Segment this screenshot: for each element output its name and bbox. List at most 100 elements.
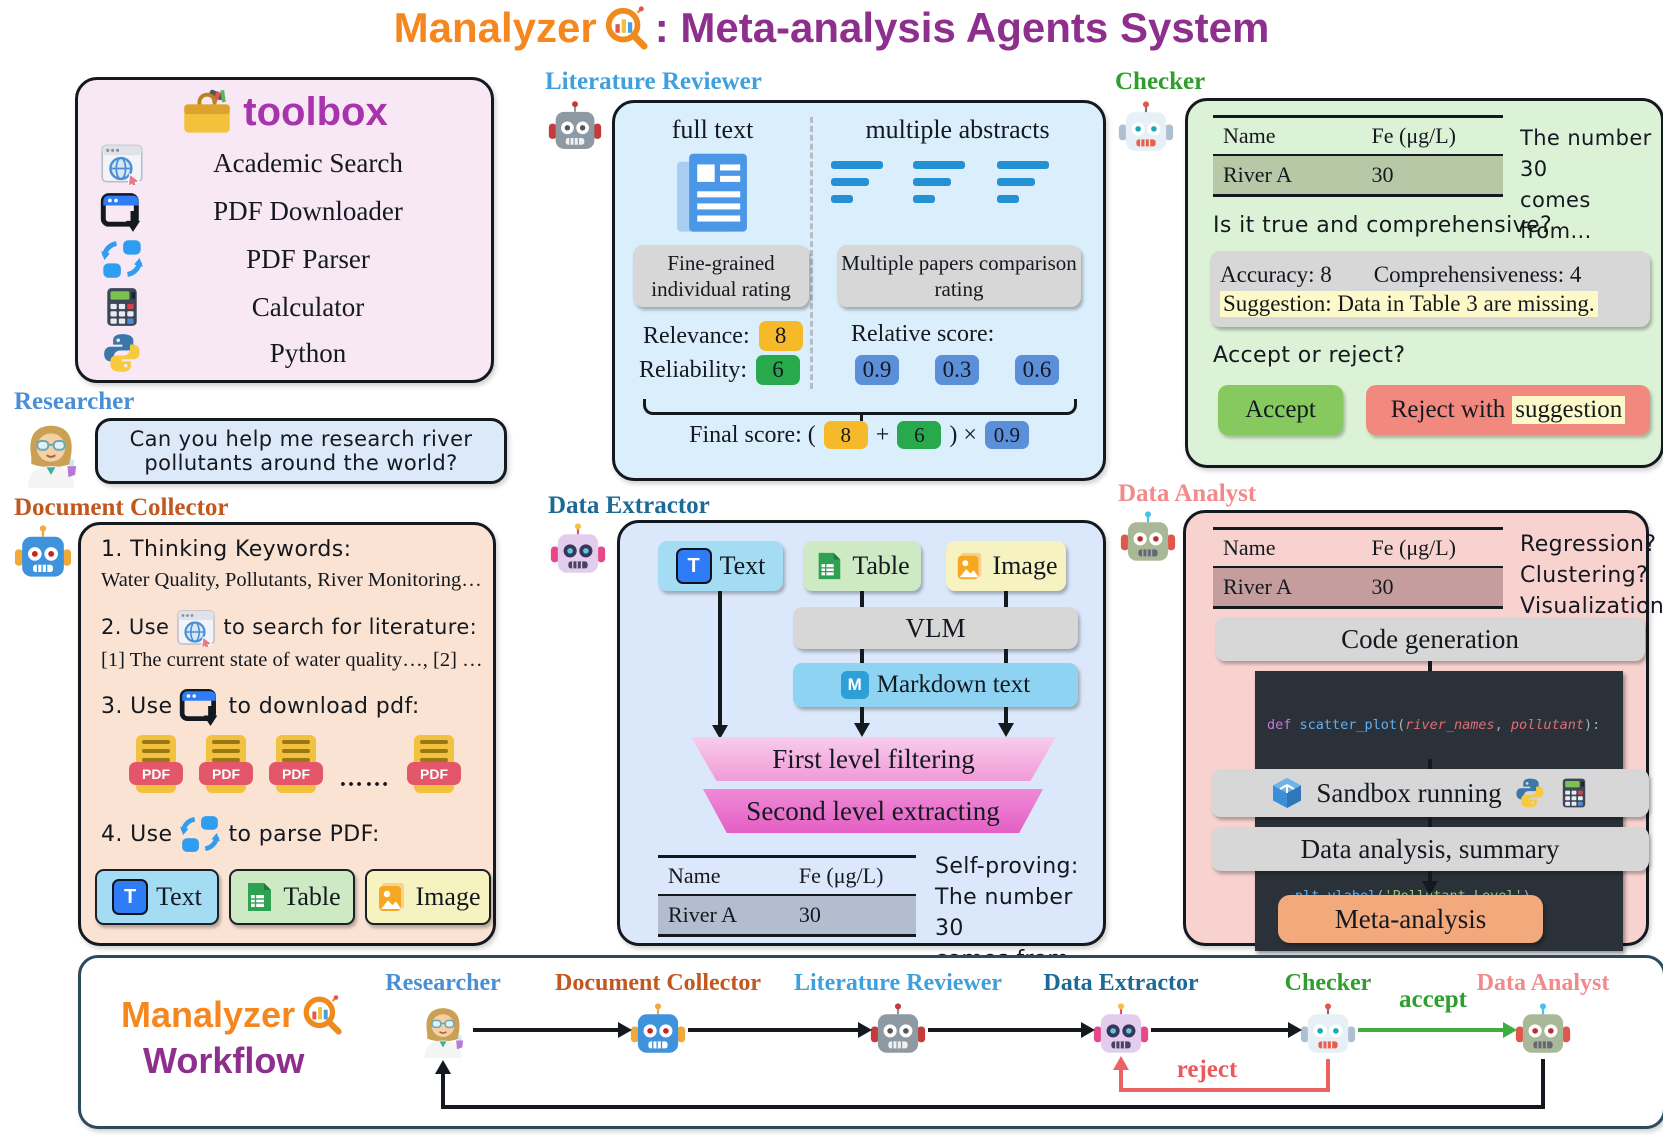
comprehensiveness-value: Comprehensiveness: 4 — [1373, 261, 1582, 287]
checker-label: Checker — [1115, 68, 1206, 95]
arrowhead — [1288, 1022, 1302, 1038]
connector — [860, 649, 864, 663]
literature-reviewer-panel: full text multiple abstracts Fine-graine… — [612, 100, 1106, 481]
toolbox-icon — [181, 88, 233, 136]
arrowhead-red-up — [1113, 1056, 1129, 1070]
document-collector-label: Document Collector — [14, 494, 229, 521]
lr-right-title: multiple abstracts — [865, 115, 1050, 144]
abstracts-icon — [997, 161, 1049, 203]
lr-final-score-row: Final score: ( 8 + 6 ) × 0.9 — [615, 421, 1103, 449]
sandbox-box: Sandbox running — [1211, 769, 1649, 817]
lr-left-title: full text — [671, 115, 754, 144]
connector — [1004, 591, 1008, 607]
abstracts-icon — [913, 161, 965, 203]
arrow-down — [998, 723, 1014, 737]
lr-left-box: Fine-grained individual rating — [633, 245, 809, 307]
code-generation-box: Code generation — [1215, 617, 1645, 661]
checker-metrics: Accuracy: 8 Comprehensiveness: 4 — [1220, 262, 1581, 288]
connector — [860, 591, 864, 607]
data-extractor-robot-icon — [550, 522, 606, 578]
arrow-down — [1422, 881, 1438, 895]
arrowhead — [618, 1022, 632, 1038]
wf-label-data-extractor: Data Extractor — [1043, 970, 1199, 996]
document-collector-panel: 1. Thinking Keywords: Water Quality, Pol… — [78, 522, 496, 946]
dc-step3: 3. Use to download pdf: — [101, 685, 420, 727]
accept-label: accept — [1398, 986, 1468, 1013]
dc-step4: 4. Use to parse PDF: — [101, 813, 380, 855]
analysis-box: Data analysis, summary — [1211, 827, 1649, 871]
data-extractor-panel: T Text Table Image VLM M Markdown text F… — [617, 520, 1106, 972]
brace — [643, 399, 1077, 421]
toolbox-title: toolbox — [78, 88, 491, 136]
document-collector-robot-icon — [630, 1002, 686, 1058]
workflow-logo: Manalyzer — [121, 994, 343, 1036]
wf-label-researcher: Researcher — [385, 970, 501, 996]
pdf-file-icon: PDF — [129, 735, 183, 797]
pdf-file-icon: PDF — [199, 735, 253, 797]
relevance-score: 8 — [758, 321, 803, 351]
table-icon — [243, 881, 275, 913]
de-table-chip: Table — [803, 541, 921, 591]
first-level-filtering: First level filtering — [691, 737, 1056, 781]
magnifier-chart-icon — [301, 994, 343, 1036]
reject-button[interactable]: Reject with suggestion — [1366, 385, 1650, 435]
table-icon — [814, 551, 844, 581]
literature-reviewer-label: Literature Reviewer — [545, 68, 762, 95]
workflow-panel: Manalyzer Workflow Researcher Document C… — [78, 955, 1663, 1129]
accept-button[interactable]: Accept — [1218, 385, 1343, 435]
relative-score: 0.9 — [855, 355, 899, 385]
tool-python: Python — [98, 330, 470, 376]
de-image-chip: Image — [946, 541, 1066, 591]
pdf-downloader-icon — [98, 189, 146, 233]
checker-question2: Accept or reject? — [1213, 343, 1406, 368]
dc-step2: 2. Use to search for literature: — [101, 607, 477, 647]
lr-relative-scores: 0.9 0.3 0.6 — [855, 355, 1059, 385]
data-analyst-robot-icon — [1120, 510, 1176, 566]
literature-reviewer-robot-icon — [870, 1002, 926, 1058]
connector — [860, 707, 864, 727]
calculator-icon — [98, 286, 146, 328]
arrowhead — [858, 1022, 872, 1038]
cube-icon — [1270, 776, 1304, 810]
reject-path — [1326, 1059, 1330, 1091]
arrowhead-green — [1503, 1022, 1517, 1038]
wf-label-checker: Checker — [1284, 970, 1372, 996]
checker-review-box: Accuracy: 8 Comprehensiveness: 4 Suggest… — [1210, 251, 1650, 327]
reject-path — [1119, 1068, 1123, 1092]
feedback-path — [441, 1105, 1545, 1109]
abstracts-icon — [831, 161, 883, 203]
connector — [1004, 649, 1008, 663]
researcher-avatar — [16, 418, 86, 488]
wf-label-document-collector: Document Collector — [555, 970, 761, 996]
checker-note: The number 30 comes from... — [1520, 126, 1652, 243]
document-collector-robot-icon — [14, 524, 72, 582]
markdown-box: M Markdown text — [793, 663, 1078, 707]
analyst-questions: Regression? Clustering? Visualization? — [1520, 532, 1663, 619]
pdf-parser-icon — [98, 237, 146, 281]
researcher-label: Researcher — [14, 388, 135, 415]
vlm-box: VLM — [793, 607, 1078, 649]
reject-path — [1119, 1088, 1330, 1092]
pdf-file-icon: PDF — [269, 735, 323, 797]
flow-arrow — [928, 1028, 1083, 1032]
wf-label-literature-reviewer: Literature Reviewer — [793, 970, 1003, 996]
lr-right-box: Multiple papers comparison rating — [837, 245, 1081, 307]
checker-robot-icon — [1300, 1002, 1356, 1058]
de-text-chip: T Text — [658, 541, 783, 591]
relative-score: 0.6 — [1015, 355, 1059, 385]
arrow-down — [712, 725, 728, 739]
workflow-logo-line2: Workflow — [143, 1040, 305, 1081]
accuracy-value: Accuracy: 8 — [1220, 261, 1332, 287]
tool-calculator: Calculator — [98, 284, 470, 330]
relative-score: 0.3 — [935, 355, 979, 385]
calculator-icon — [1558, 777, 1590, 809]
connector — [1428, 661, 1432, 671]
toolbox-panel: toolbox Academic Search PDF Downloader P… — [75, 77, 494, 383]
